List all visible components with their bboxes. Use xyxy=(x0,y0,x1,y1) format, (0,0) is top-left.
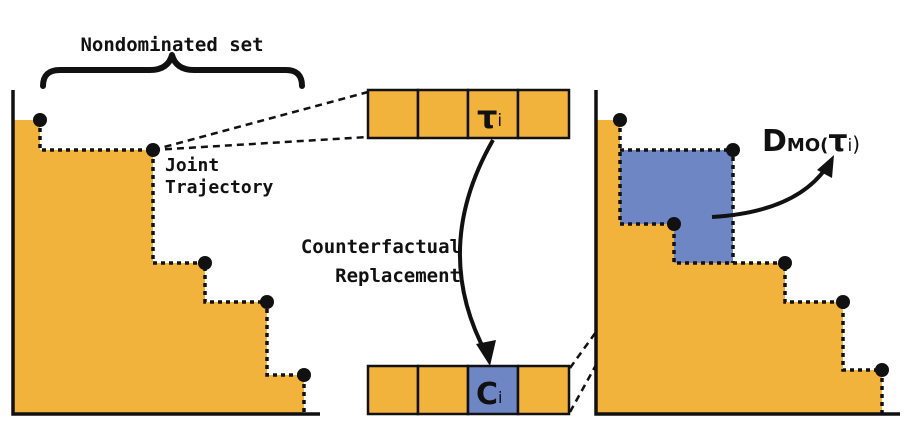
joint-label: Joint xyxy=(165,155,219,176)
counterfactual-label: Counterfactual xyxy=(301,236,461,258)
right-point-counterfactual xyxy=(667,217,681,231)
left-axes xyxy=(11,90,320,416)
nondominated-set-label: Nondominated set xyxy=(80,34,263,56)
right-axes xyxy=(594,90,900,416)
c-label: Ci xyxy=(476,377,502,412)
left-staircase-fill xyxy=(13,120,304,413)
replacement-label: Replacement xyxy=(335,265,461,287)
nondominated-brace xyxy=(40,52,305,89)
dominated-region-fill xyxy=(620,150,733,263)
trajectory-label: Trajectory xyxy=(165,177,274,198)
left-point-5 xyxy=(297,368,311,382)
strip-cell-1 xyxy=(366,88,420,140)
strip-cell-4 xyxy=(516,88,571,140)
cf-cell-4 xyxy=(516,364,571,416)
right-point-1 xyxy=(613,113,627,127)
counterfactual-strip: Ci xyxy=(366,364,571,416)
dmo-arrow xyxy=(711,166,828,219)
counterfactual-arrowhead xyxy=(476,340,496,366)
left-point-4 xyxy=(260,295,274,309)
dmo-label: DMO(τi) xyxy=(762,124,860,159)
dmo-arrowhead xyxy=(817,155,834,178)
right-point-3 xyxy=(778,256,792,270)
tau-label: τi xyxy=(477,98,502,136)
left-point-1 xyxy=(33,113,47,127)
zoom-line-top-lower xyxy=(152,135,369,152)
zoom-line-top-upper xyxy=(152,90,369,152)
right-point-4 xyxy=(836,295,850,309)
cf-cell-2 xyxy=(416,364,470,416)
counterfactual-arrow xyxy=(458,139,495,356)
right-point-5 xyxy=(875,363,889,377)
right-panel: DMO(τi) xyxy=(594,90,900,416)
left-panel: Nondominated set Joint Trajectory xyxy=(11,34,320,416)
trajectory-strip: τi xyxy=(366,88,571,140)
cf-cell-1 xyxy=(366,364,420,416)
right-point-2 xyxy=(726,143,740,157)
strip-cell-2 xyxy=(416,88,470,140)
left-point-3 xyxy=(198,256,212,270)
